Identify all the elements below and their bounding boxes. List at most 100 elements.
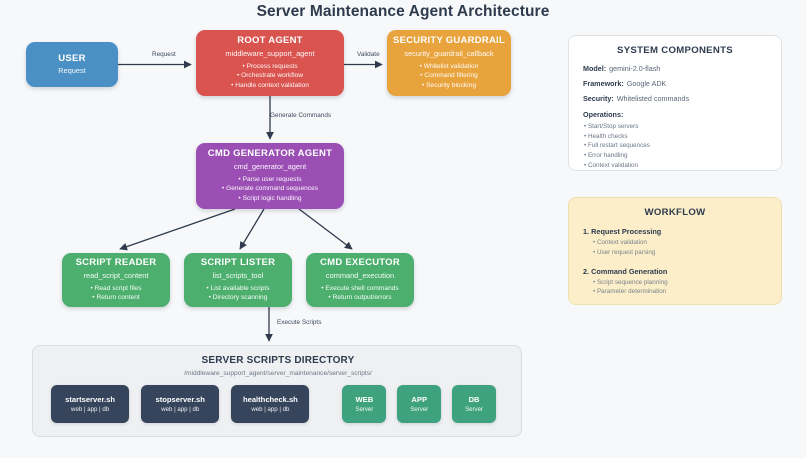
node-script-lister-subtitle: list_scripts_tool <box>212 270 264 280</box>
workflow-step-items: Context validationUser request parsing <box>569 238 781 258</box>
operation-item: Start/Stop servers <box>584 122 781 132</box>
node-script-lister-bullets: List available scriptsDirectory scanning <box>206 284 270 304</box>
node-user[interactable]: USER Request <box>26 42 118 87</box>
node-user-subtitle: Request <box>58 66 86 76</box>
edge-label-generate-commands: Generate Commands <box>270 112 332 119</box>
bullet-item: Command filtering <box>420 71 479 81</box>
field-key: Security: <box>583 93 614 103</box>
system-components-operations-list: Start/Stop serversHealth checksFull rest… <box>569 122 781 171</box>
node-security-guardrail-title: SECURITY GUARDRAIL <box>393 34 505 46</box>
script-chip-meta: web | app | db <box>161 406 200 414</box>
edge-label-validate: Validate <box>357 51 380 58</box>
bullet-item: Read script files <box>90 284 142 294</box>
script-chip-meta: web | app | db <box>71 406 110 414</box>
server-chip-name: DB <box>468 394 480 404</box>
script-chip[interactable]: startserver.sh web | app | db <box>51 385 130 423</box>
node-root-agent-subtitle: middleware_support_agent <box>225 48 315 58</box>
script-chip-name: healthcheck.sh <box>242 394 298 404</box>
operation-item: Full restart sequences <box>584 141 781 151</box>
node-cmd-executor[interactable]: CMD EXECUTOR command_execution Execute s… <box>306 253 414 307</box>
node-script-lister[interactable]: SCRIPT LISTER list_scripts_tool List ava… <box>184 253 292 307</box>
workflow-step-item: Script sequence planning <box>593 278 781 288</box>
bullet-item: Generate command sequences <box>222 184 318 194</box>
field-value: Google ADK <box>626 78 667 88</box>
node-security-guardrail-subtitle: security_guardrail_callback <box>404 48 494 58</box>
server-chip-meta: Server <box>355 406 374 414</box>
operation-item: Error handling <box>584 151 781 161</box>
node-security-guardrail-bullets: Whitelist validationCommand filteringSec… <box>420 62 479 92</box>
workflow-step-label: 1. Request Processing <box>583 227 662 236</box>
script-chip-meta: web | app | db <box>251 406 290 414</box>
bullet-item: Execute shell commands <box>321 284 398 294</box>
field-key: Model: <box>583 64 607 73</box>
page-title: Server Maintenance Agent Architecture <box>256 3 550 20</box>
bullet-item: Orchestrate workflow <box>231 71 309 81</box>
workflow-step-item: Context validation <box>593 238 781 248</box>
system-components-operations-label: Operations: <box>583 109 624 119</box>
node-user-title: USER <box>58 52 86 64</box>
node-root-agent-title: ROOT AGENT <box>237 34 303 46</box>
server-chip-meta: Server <box>410 406 429 414</box>
script-chip-name: stopserver.sh <box>155 394 205 404</box>
edge-cmdgen-to-reader <box>119 208 236 251</box>
script-chip-name: startserver.sh <box>65 394 115 404</box>
workflow-title: WORKFLOW <box>644 207 706 218</box>
operation-item: Context validation <box>584 161 781 171</box>
node-cmd-executor-subtitle: command_execution <box>325 270 395 280</box>
node-cmd-generator-agent[interactable]: CMD GENERATOR AGENT cmd_generator_agent … <box>196 143 344 209</box>
node-cmd-executor-bullets: Execute shell commandsReturn output/erro… <box>321 284 398 304</box>
bullet-item: Parse user requests <box>222 175 318 185</box>
server-chip[interactable]: DB Server <box>452 385 496 423</box>
operation-item: Health checks <box>584 132 781 142</box>
node-cmd-executor-title: CMD EXECUTOR <box>320 256 400 268</box>
node-cmd-generator-agent-subtitle: cmd_generator_agent <box>233 161 307 171</box>
node-script-reader[interactable]: SCRIPT READER read_script_content Read s… <box>62 253 170 307</box>
edge-cmdgen-to-executor <box>298 208 353 250</box>
node-security-guardrail[interactable]: SECURITY GUARDRAIL security_guardrail_ca… <box>387 30 511 96</box>
server-chip-name: WEB <box>355 394 374 404</box>
node-root-agent[interactable]: ROOT AGENT middleware_support_agent Proc… <box>196 30 344 96</box>
field-value: gemini-2.0-flash <box>609 64 661 73</box>
node-script-lister-title: SCRIPT LISTER <box>200 256 276 268</box>
bullet-item: Handle context validation <box>231 81 309 91</box>
workflow-step-item: User request parsing <box>593 248 781 258</box>
bullet-item: Directory scanning <box>206 293 269 303</box>
system-components-title: SYSTEM COMPONENTS <box>617 45 733 56</box>
node-script-reader-bullets: Read script filesReturn content <box>90 284 142 304</box>
server-scripts-directory-title: SERVER SCRIPTS DIRECTORY <box>201 355 355 366</box>
node-script-reader-title: SCRIPT READER <box>75 256 157 268</box>
node-script-reader-subtitle: read_script_content <box>83 270 149 280</box>
script-chip[interactable]: stopserver.sh web | app | db <box>141 385 220 423</box>
system-components-panel: SYSTEM COMPONENTS Model:gemini-2.0-flash… <box>568 35 782 171</box>
workflow-step-label: 2. Command Generation <box>583 266 668 276</box>
workflow-panel: WORKFLOW 1. Request ProcessingContext va… <box>568 197 782 305</box>
field-value: Whitelisted commands <box>616 93 690 103</box>
bullet-item: Return output/errors <box>321 293 398 303</box>
field-key: Framework: <box>583 78 624 88</box>
bullet-item: Return content <box>90 293 141 303</box>
server-scripts-directory-path: /middleware_support_agent/server_mainten… <box>184 370 372 377</box>
node-cmd-generator-agent-title: CMD GENERATOR AGENT <box>207 147 333 159</box>
server-chip[interactable]: WEB Server <box>342 385 387 423</box>
edge-label-request: Request <box>152 51 176 58</box>
node-cmd-generator-agent-bullets: Parse user requestsGenerate command sequ… <box>222 175 318 205</box>
bullet-item: List available scripts <box>206 284 270 294</box>
bullet-item: Security blocking <box>420 81 479 91</box>
bullet-item: Whitelist validation <box>420 62 479 72</box>
server-chip-meta: Server <box>465 406 484 414</box>
bullet-item: Script logic handling <box>222 194 318 204</box>
node-root-agent-bullets: Process requestsOrchestrate workflowHand… <box>231 62 309 92</box>
script-chip[interactable]: healthcheck.sh web | app | db <box>231 385 310 423</box>
system-component-field: Model:gemini-2.0-flash <box>583 65 781 73</box>
workflow-step-item: Parameter determination <box>593 287 781 297</box>
bullet-item: Process requests <box>231 62 309 72</box>
edge-cmdgen-to-lister <box>239 208 265 250</box>
edge-label-execute-scripts: Execute Scripts <box>277 319 322 326</box>
server-scripts-directory-panel: SERVER SCRIPTS DIRECTORY /middleware_sup… <box>32 345 522 437</box>
workflow-steps: 1. Request ProcessingContext validationU… <box>569 227 781 297</box>
workflow-step-items: Script sequence planningParameter determ… <box>569 278 781 298</box>
system-component-field: Framework:Google ADK <box>583 78 781 88</box>
